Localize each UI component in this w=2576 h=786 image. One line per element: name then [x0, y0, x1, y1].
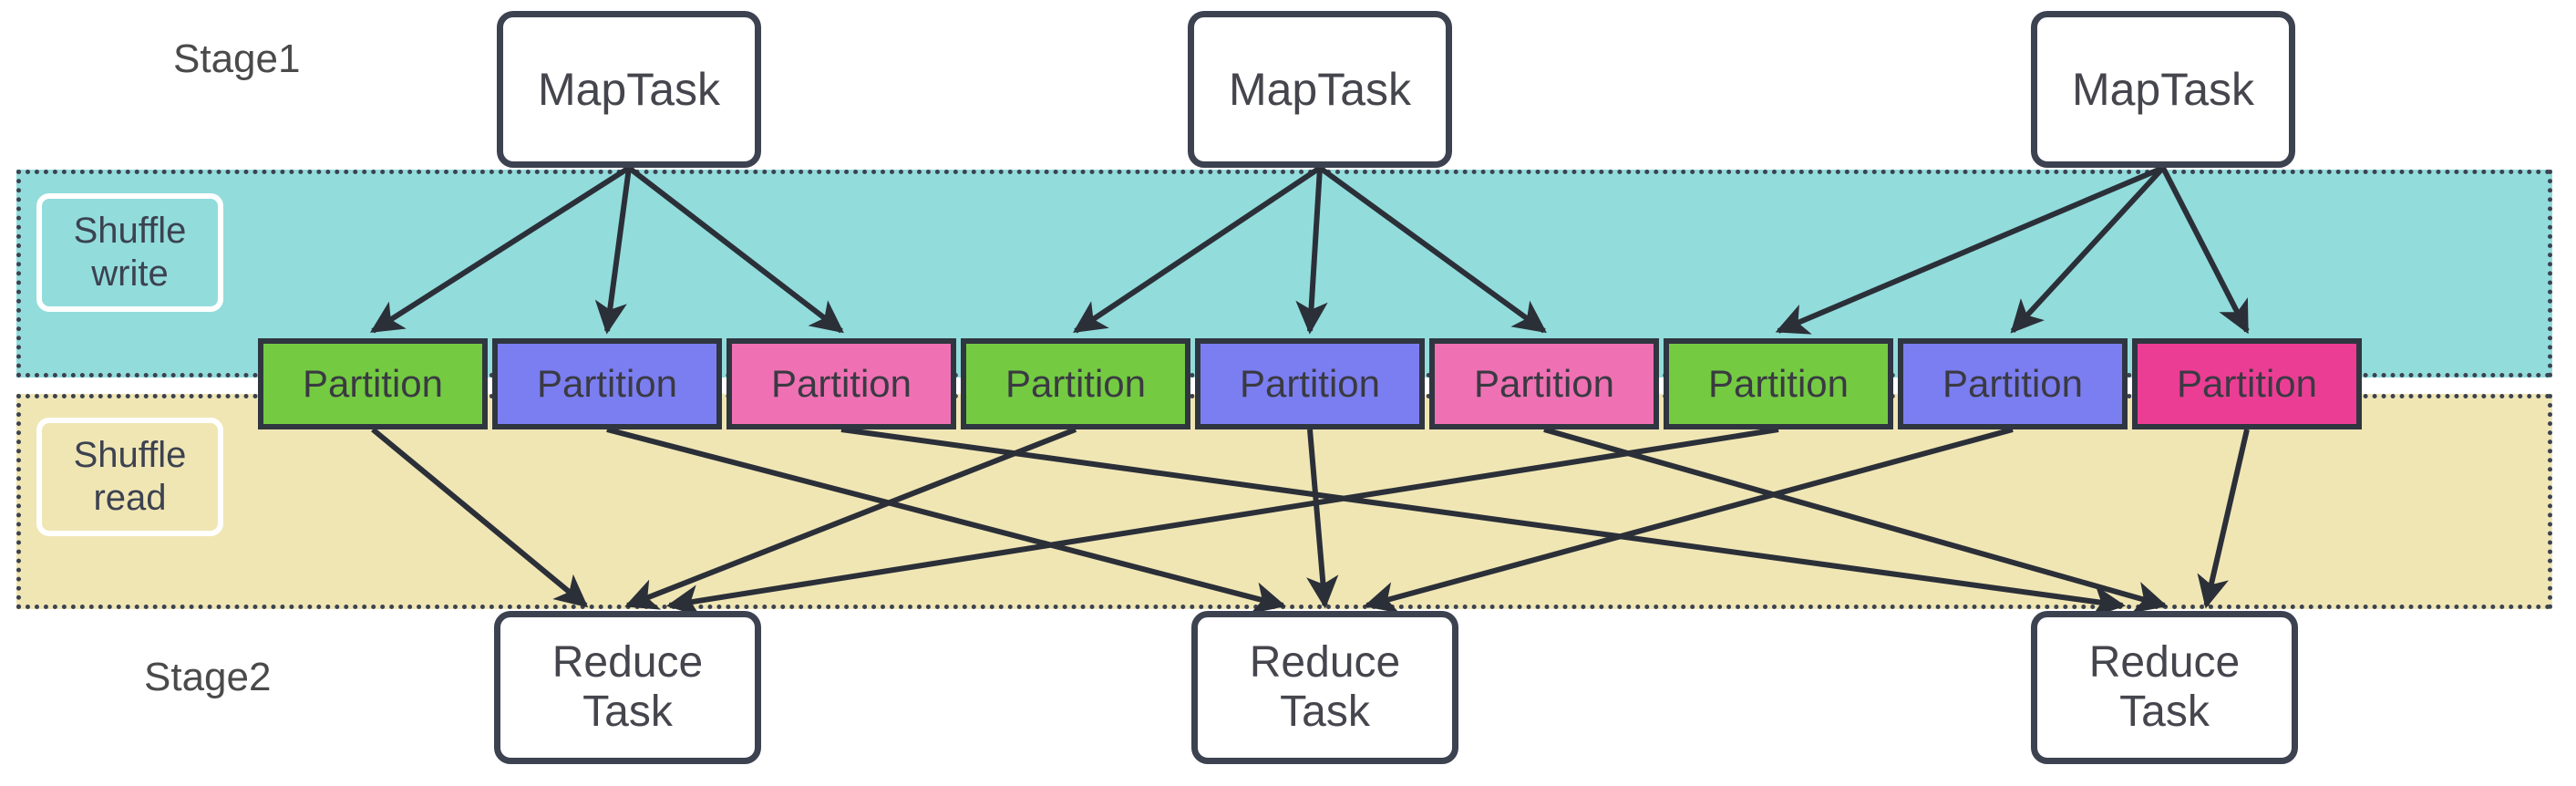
partition-to-reduce-arrows — [371, 427, 2250, 618]
arrow — [2010, 165, 2166, 334]
partition-label: Partition — [770, 362, 912, 405]
map-task-1[interactable]: MapTask — [497, 11, 761, 168]
shuffle-read-label: Shuffle read — [36, 418, 223, 536]
partition-8-blue[interactable]: Partition — [1898, 338, 2128, 429]
arrow — [1543, 427, 2168, 614]
map-task-label: MapTask — [537, 64, 721, 115]
partition-3-pink[interactable]: Partition — [726, 338, 956, 429]
reduce-task-label-line1: Reduce — [1249, 638, 1401, 688]
arrow — [369, 165, 631, 334]
partition-6-pink[interactable]: Partition — [1429, 338, 1659, 429]
shuffle-write-label: Shuffle write — [36, 193, 223, 312]
partition-label: Partition — [302, 362, 444, 405]
reduce-task-label-line2: Task — [2119, 688, 2210, 736]
arrow — [1295, 167, 1328, 335]
partition-7-green[interactable]: Partition — [1664, 338, 1893, 429]
partition-label: Partition — [536, 362, 678, 405]
arrow — [594, 167, 632, 335]
reduce-task-label-line1: Reduce — [551, 638, 704, 688]
arrow — [1073, 165, 1322, 334]
shuffle-write-label-line1: Shuffle — [73, 210, 187, 251]
partition-label: Partition — [1005, 362, 1147, 405]
arrow — [627, 165, 844, 334]
partition-2-blue[interactable]: Partition — [492, 338, 722, 429]
stage2-label: Stage2 — [144, 655, 272, 699]
map-task-label: MapTask — [2071, 64, 2255, 115]
arrow — [2160, 166, 2250, 335]
arrow — [1364, 427, 2014, 614]
partition-9-magenta[interactable]: Partition — [2132, 338, 2362, 429]
map-task-3[interactable]: MapTask — [2031, 11, 2295, 168]
partition-1-green[interactable]: Partition — [258, 338, 488, 429]
reduce-task-label-line2: Task — [1280, 688, 1370, 736]
shuffle-write-label-line2: write — [91, 253, 169, 294]
arrow — [371, 427, 589, 608]
arrow — [1306, 429, 1339, 609]
arrow — [1318, 165, 1547, 334]
arrow — [665, 427, 1779, 617]
partition-label: Partition — [1239, 362, 1381, 405]
partition-label: Partition — [2176, 362, 2318, 405]
shuffle-read-label-line1: Shuffle — [73, 434, 187, 475]
partition-label: Partition — [1707, 362, 1850, 405]
map-to-partition-arrows — [369, 165, 2250, 335]
partition-label: Partition — [1473, 362, 1615, 405]
map-task-2[interactable]: MapTask — [1188, 11, 1452, 168]
map-task-label: MapTask — [1228, 64, 1412, 115]
partition-label: Partition — [1942, 362, 2084, 405]
stage1-label: Stage1 — [173, 36, 301, 81]
arrow — [606, 427, 1286, 614]
arrow — [1775, 165, 2165, 335]
shuffle-read-label-line2: read — [93, 478, 167, 518]
reduce-task-label-line1: Reduce — [2088, 638, 2241, 688]
reduce-task-label-line2: Task — [582, 688, 673, 736]
partition-5-blue[interactable]: Partition — [1195, 338, 1425, 429]
arrow — [2197, 429, 2250, 609]
partition-4-green[interactable]: Partition — [961, 338, 1190, 429]
arrow — [840, 427, 2127, 618]
shuffle-read-band — [16, 394, 2552, 609]
arrow — [624, 427, 1077, 610]
